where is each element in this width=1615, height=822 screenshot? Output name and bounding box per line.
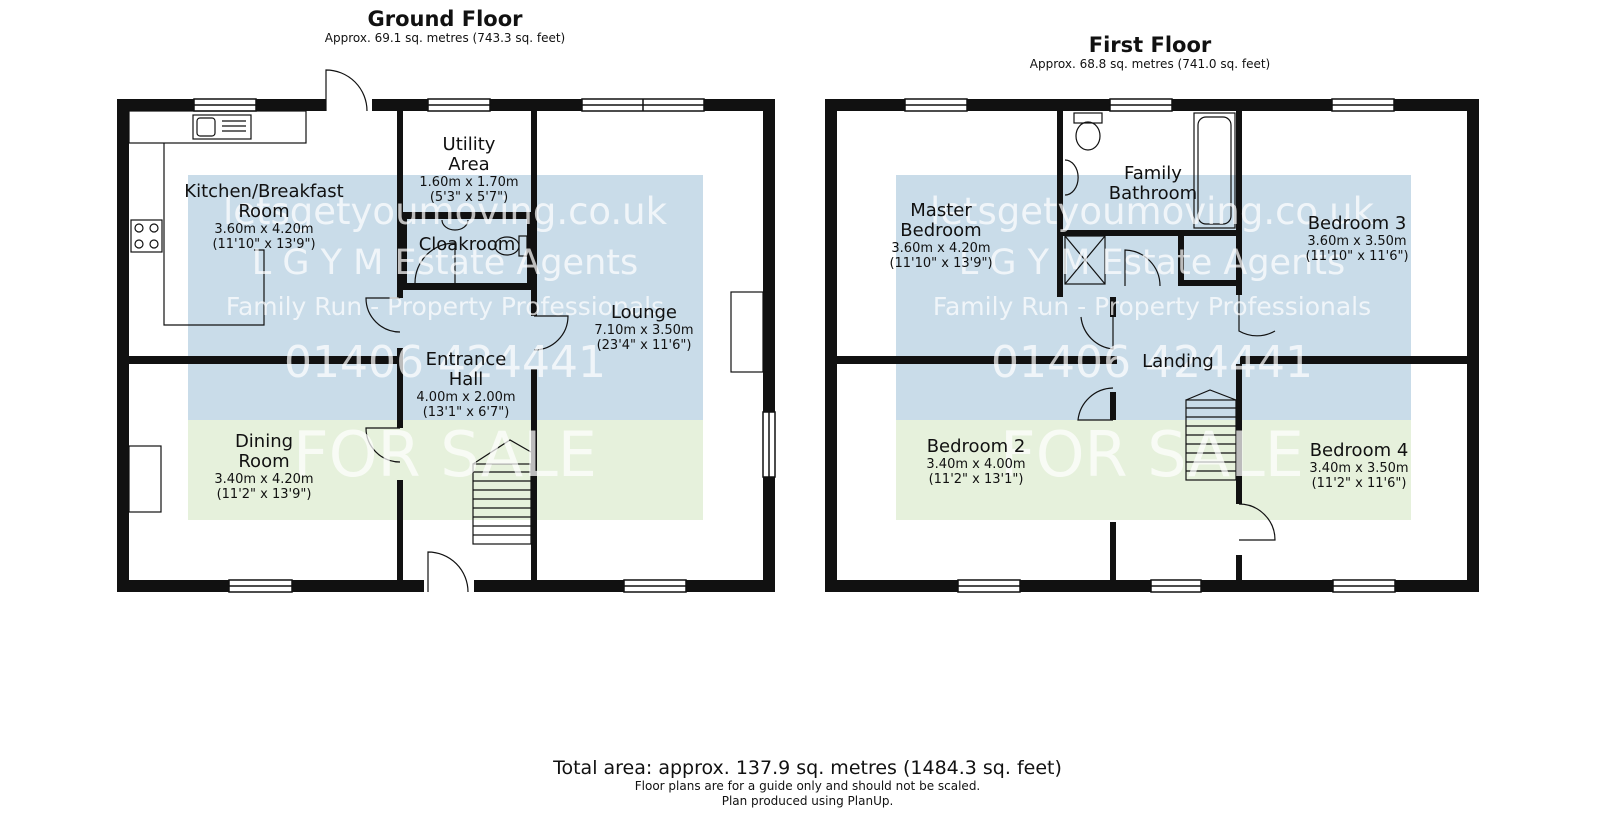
room-name: Bedroom 3 (1307, 213, 1407, 234)
room-name: Landing (1142, 351, 1214, 372)
room-name: Family Bathroom (1108, 163, 1198, 204)
room-label-kitchen: Kitchen/Breakfast Room 3.60m x 4.20m (11… (184, 181, 344, 253)
room-dimensions-imperial: (11'2" x 13'1") (928, 472, 1024, 487)
watermark-phone-ground: 01406 424441 (284, 337, 606, 388)
room-dimensions-imperial: (5'3" x 5'7") (429, 190, 509, 205)
watermark-tagline-ground: Family Run - Property Professionals (225, 292, 665, 321)
watermark-tagline-first: Family Run - Property Professionals (932, 292, 1372, 321)
room-name: Bedroom 2 (926, 436, 1026, 457)
watermark-url-first: letsgetyoumoving.co.uk (929, 190, 1375, 233)
watermark-phone-first: 01406 424441 (991, 337, 1313, 388)
footer: Total area: approx. 137.9 sq. metres (14… (0, 757, 1615, 809)
room-dimensions-metric: 3.60m x 4.20m (214, 222, 314, 237)
room-dimensions-metric: 3.60m x 3.50m (1307, 234, 1407, 249)
room-name: Kitchen/Breakfast Room (184, 181, 344, 222)
fireplace (730, 291, 764, 373)
room-dimensions-metric: 3.40m x 4.00m (926, 457, 1026, 472)
room-name: Lounge (610, 302, 678, 323)
room-dimensions-imperial: (11'2" x 11'6") (1311, 476, 1407, 491)
room-label-utility: Utility Area 1.60m x 1.70m (5'3" x 5'7") (419, 134, 519, 206)
room-dimensions-imperial: (13'1" x 6'7") (422, 405, 510, 420)
door-swing-icon (1077, 387, 1114, 421)
ground-floor-title: Ground Floor (367, 7, 523, 31)
room-label-bedroom-3: Bedroom 3 3.60m x 3.50m (11'10" x 11'6") (1305, 213, 1409, 265)
door-swing-icon (414, 242, 456, 284)
room-name: Utility Area (442, 134, 496, 175)
chimney-breast (128, 445, 162, 513)
sink-icon (192, 114, 252, 140)
door-swing-icon (427, 551, 469, 593)
watermark-blue-panel-first (896, 175, 1411, 420)
room-dimensions-imperial: (11'10" x 13'9") (889, 256, 993, 271)
door-swing-icon (1080, 316, 1114, 350)
door-swing-icon (365, 297, 401, 333)
staircase-icon (472, 439, 532, 545)
ground-floor-area: Approx. 69.1 sq. metres (743.3 sq. feet) (324, 31, 566, 45)
room-label-family-bathroom: Family Bathroom (1109, 164, 1197, 204)
door-swing-icon (325, 69, 368, 112)
room-dimensions-metric: 3.40m x 4.20m (214, 472, 314, 487)
basin-icon (1064, 159, 1079, 196)
first-floor-walls (825, 99, 1479, 592)
first-floor-doors (1077, 249, 1276, 541)
shower-icon (1064, 235, 1106, 285)
room-dimensions-metric: 3.40m x 3.50m (1309, 461, 1409, 476)
room-dimensions-metric: 1.60m x 1.70m (419, 175, 519, 190)
room-dimensions-metric: 3.60m x 4.20m (891, 241, 991, 256)
first-floor-windows (904, 98, 1396, 593)
kitchen-worktop (163, 143, 265, 326)
room-label-lounge: Lounge 7.10m x 3.50m (23'4" x 11'6") (594, 302, 694, 354)
watermark-url-ground: letsgetyoumoving.co.uk (222, 190, 668, 233)
room-name: Bedroom 4 (1309, 440, 1409, 461)
watermark-name-first: L G Y M Estate Agents (958, 243, 1346, 283)
room-label-landing: Landing (1142, 352, 1214, 372)
room-dimensions-imperial: (11'10" x 13'9") (212, 237, 316, 252)
room-label-entrance-hall: Entrance Hall 4.00m x 2.00m (13'1" x 6'7… (416, 349, 516, 421)
bath-icon (1193, 112, 1236, 229)
room-dimensions-metric: 7.10m x 3.50m (594, 323, 694, 338)
first-floor-area: Approx. 68.8 sq. metres (741.0 sq. feet) (1029, 57, 1271, 71)
door-swing-icon (533, 315, 569, 351)
ground-floor-windows (193, 98, 776, 593)
door-swing-icon (1238, 295, 1276, 337)
room-name: Entrance Hall (425, 349, 507, 390)
room-label-bedroom-4: Bedroom 4 3.40m x 3.50m (11'2" x 11'6") (1309, 440, 1409, 492)
total-area: Total area: approx. 137.9 sq. metres (14… (553, 757, 1062, 779)
door-swing-icon (365, 427, 401, 463)
room-name: Master Bedroom (900, 200, 982, 241)
room-dimensions-metric: 4.00m x 2.00m (416, 390, 516, 405)
room-label-master-bedroom: Master Bedroom 3.60m x 4.20m (11'10" x 1… (889, 200, 993, 272)
room-name: Dining Room (234, 431, 294, 472)
disclaimer-note: Floor plans are for a guide only and sho… (634, 779, 981, 793)
kitchen-worktop (128, 110, 307, 144)
first-floor-title: First Floor (1088, 33, 1212, 57)
room-dimensions-imperial: (11'10" x 11'6") (1305, 249, 1409, 264)
watermark-green-panel-ground (188, 420, 703, 520)
door-swing-icon (1238, 503, 1276, 541)
room-dimensions-imperial: (11'2" x 13'9") (216, 487, 312, 502)
room-label-cloakroom: Cloakroom (419, 235, 516, 255)
watermark-name-ground: L G Y M Estate Agents (251, 243, 639, 283)
door-swing-icon (1124, 249, 1161, 287)
first-floor-fixtures (1064, 112, 1237, 481)
room-name: Cloakroom (418, 234, 516, 255)
planup-credit: Plan produced using PlanUp. (721, 794, 894, 808)
room-label-dining-room: Dining Room 3.40m x 4.20m (11'2" x 13'9"… (214, 431, 314, 503)
staircase-icon (1185, 389, 1237, 481)
watermark-green-panel-first (896, 420, 1411, 520)
ground-floor-doors (325, 69, 569, 593)
first-floor-header: First Floor Approx. 68.8 sq. metres (741… (985, 33, 1315, 72)
ground-floor-fixtures (128, 110, 764, 545)
hob-icon (130, 219, 163, 253)
room-label-bedroom-2: Bedroom 2 3.40m x 4.00m (11'2" x 13'1") (926, 436, 1026, 488)
basin-icon (441, 219, 469, 231)
toilet-icon (1073, 112, 1103, 151)
watermark-sale-first: FOR SALE (1000, 418, 1304, 491)
ground-floor-walls (117, 99, 775, 592)
ground-floor-header: Ground Floor Approx. 69.1 sq. metres (74… (280, 7, 610, 46)
watermark-sale-ground: FOR SALE (293, 418, 597, 491)
room-dimensions-imperial: (23'4" x 11'6") (596, 338, 692, 353)
